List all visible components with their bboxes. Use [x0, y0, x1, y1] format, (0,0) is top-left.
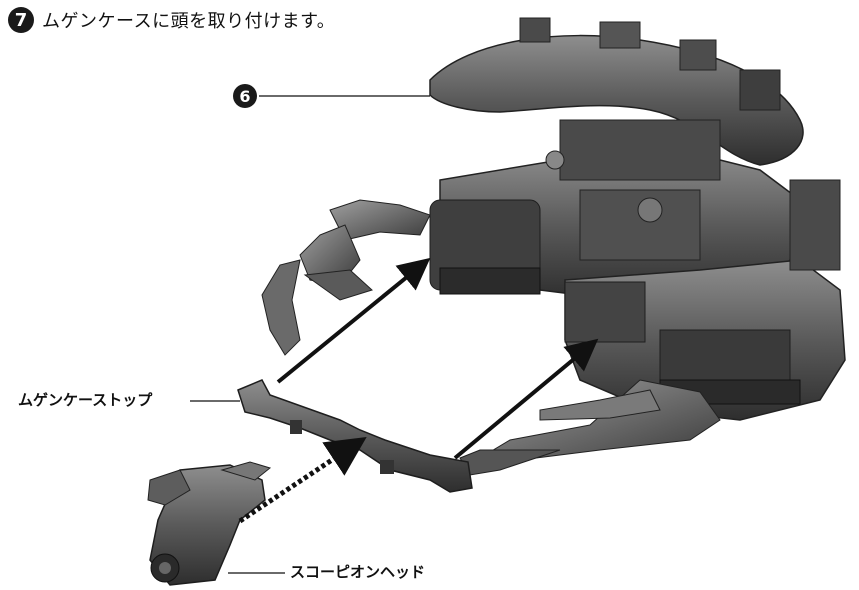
arrow-icon — [276, 257, 431, 384]
scorpion-head-part — [147, 461, 272, 586]
scorpion-body — [429, 119, 801, 301]
case-top-label: ムゲンケーストップ — [18, 391, 153, 409]
reference-step-badge: 6 — [233, 84, 257, 108]
left-claw — [261, 199, 431, 356]
scorpion-head-label: スコーピオンヘッド — [290, 563, 426, 581]
step-header: 7 ムゲンケースに頭を取り付けます。 — [8, 6, 335, 34]
step-number-badge: 7 — [8, 7, 34, 33]
mugen-case-top-part — [237, 379, 473, 493]
arrow-icon — [453, 338, 599, 460]
right-claw — [459, 379, 721, 476]
dashed-arrow-icon — [238, 436, 367, 524]
scorpion-lower-block — [564, 179, 846, 421]
step-instruction: ムゲンケースに頭を取り付けます。 — [42, 11, 336, 32]
